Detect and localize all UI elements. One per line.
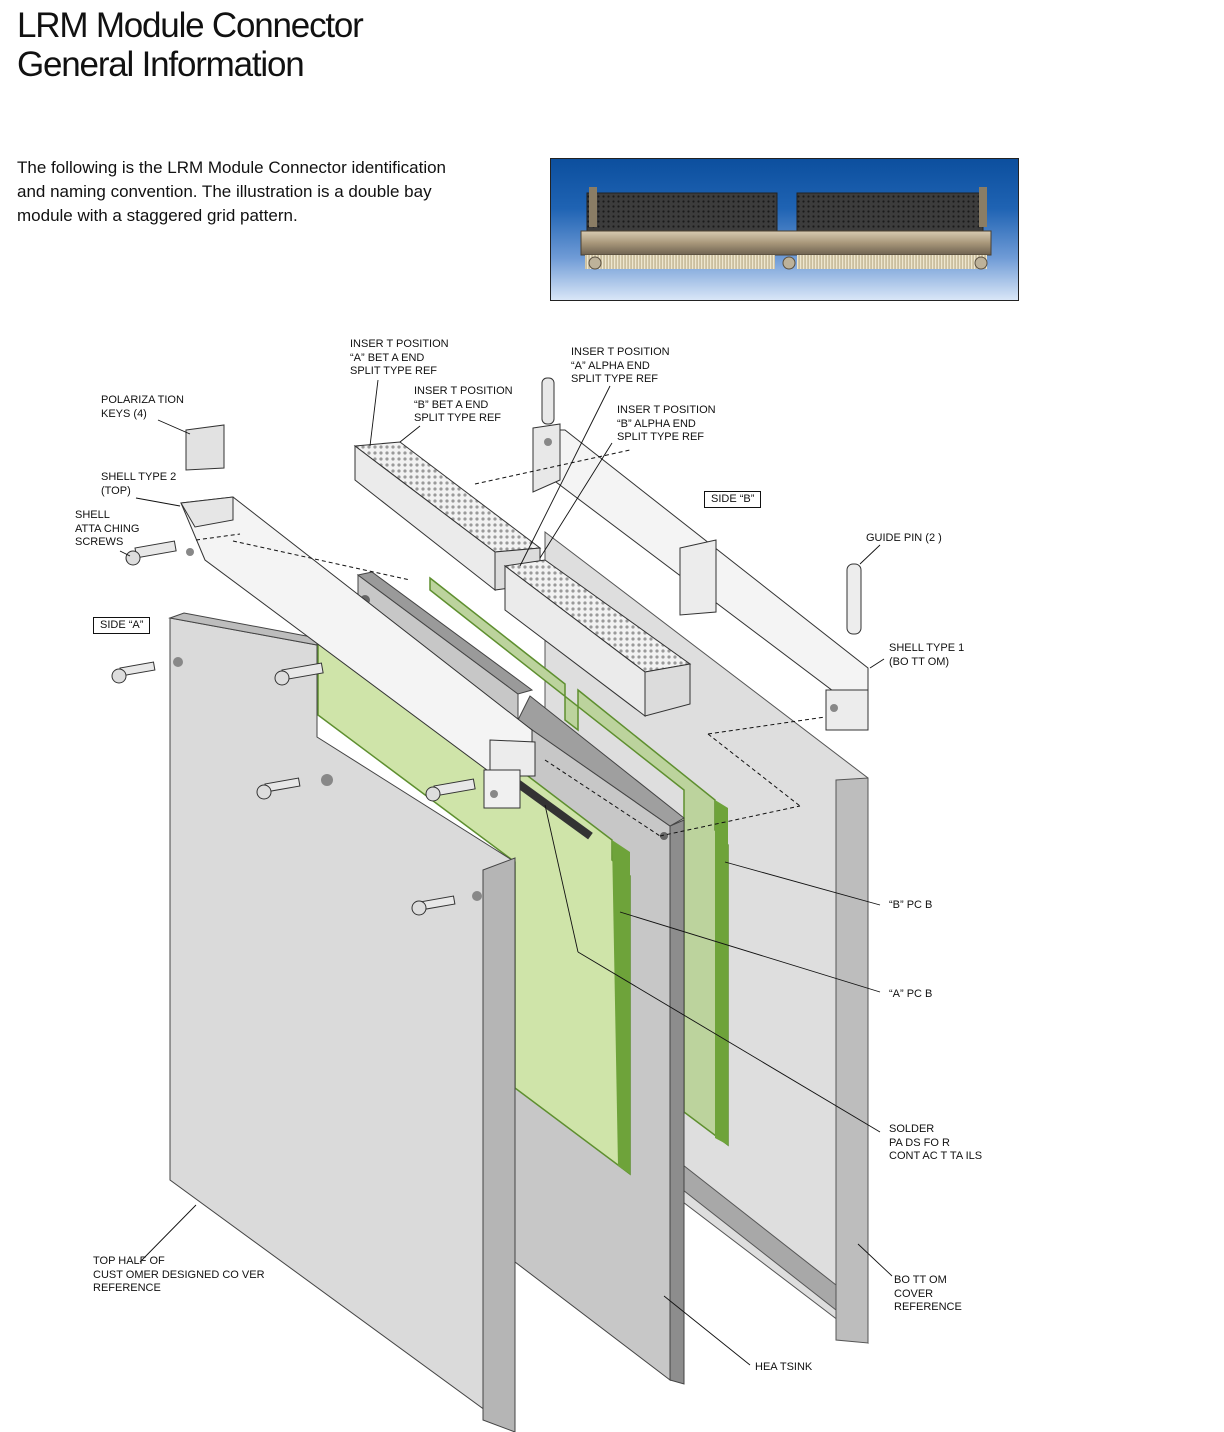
intro-line-3: module with a staggered grid pattern. bbox=[17, 206, 298, 225]
label-top-half-cover: TOP HALF OF CUST OMER DESIGNED CO VER RE… bbox=[93, 1255, 265, 1294]
intro-line-1: The following is the LRM Module Connecto… bbox=[17, 158, 447, 177]
label-shell-attaching-screws: SHELL ATTA CHING SCREWS bbox=[75, 509, 140, 548]
leader-lines bbox=[119, 379, 893, 1366]
label-insert-b-alpha: INSER T POSITION “B” ALPHA END SPLIT TYP… bbox=[617, 404, 716, 443]
screw bbox=[274, 662, 324, 686]
screws bbox=[111, 540, 476, 916]
shell-type-1-bottom bbox=[532, 377, 869, 731]
page-title: LRM Module Connector General Information bbox=[17, 6, 364, 84]
label-side-a: SIDE “A” bbox=[93, 617, 151, 634]
label-bottom-cover: BO TT OM COVER REFERENCE bbox=[894, 1274, 962, 1313]
intro-paragraph: The following is the LRM Module Connecto… bbox=[17, 156, 487, 228]
label-solder-pads: SOLDER PA DS FO R CONT AC T TA ILS bbox=[889, 1123, 983, 1162]
label-shell-type-1: SHELL TYPE 1 (BO TT OM) bbox=[889, 642, 965, 668]
screw bbox=[425, 778, 476, 802]
label-heatsink: HEA TSINK bbox=[755, 1361, 813, 1373]
title-line-2: General Information bbox=[17, 45, 305, 84]
guide-pin bbox=[846, 563, 862, 635]
b-pcb bbox=[429, 576, 729, 1147]
label-b-pcb: “B” PC B bbox=[889, 899, 933, 911]
connector-photo bbox=[550, 158, 1019, 301]
label-guide-pin: GUIDE PIN (2 ) bbox=[866, 532, 942, 544]
title-line-1: LRM Module Connector bbox=[17, 6, 364, 45]
screw bbox=[256, 777, 301, 800]
screw bbox=[125, 540, 177, 566]
top-half-cover bbox=[168, 612, 516, 1432]
screw bbox=[111, 661, 156, 684]
screw bbox=[411, 895, 456, 916]
solder-pads bbox=[515, 780, 593, 840]
label-a-pcb: “A” PC B bbox=[889, 988, 933, 1000]
dashed-assembly-lines bbox=[195, 449, 826, 837]
intro-line-2: and naming convention. The illustration … bbox=[17, 182, 432, 201]
label-side-b: SIDE “B” bbox=[704, 491, 762, 508]
label-shell-type-2: SHELL TYPE 2 (TOP) bbox=[101, 471, 177, 497]
insert-b bbox=[503, 559, 692, 718]
polarization-keys bbox=[185, 424, 225, 471]
connector-photo-illustration bbox=[580, 187, 992, 270]
label-insert-a-beta: INSER T POSITION “A” BET A END SPLIT TYP… bbox=[350, 338, 449, 377]
label-insert-a-alpha: INSER T POSITION “A” ALPHA END SPLIT TYP… bbox=[571, 346, 670, 385]
label-polarization-keys: POLARIZA TION KEYS (4) bbox=[101, 394, 184, 420]
shell-type-2-top bbox=[180, 424, 536, 809]
label-insert-b-beta: INSER T POSITION “B” BET A END SPLIT TYP… bbox=[414, 385, 513, 424]
